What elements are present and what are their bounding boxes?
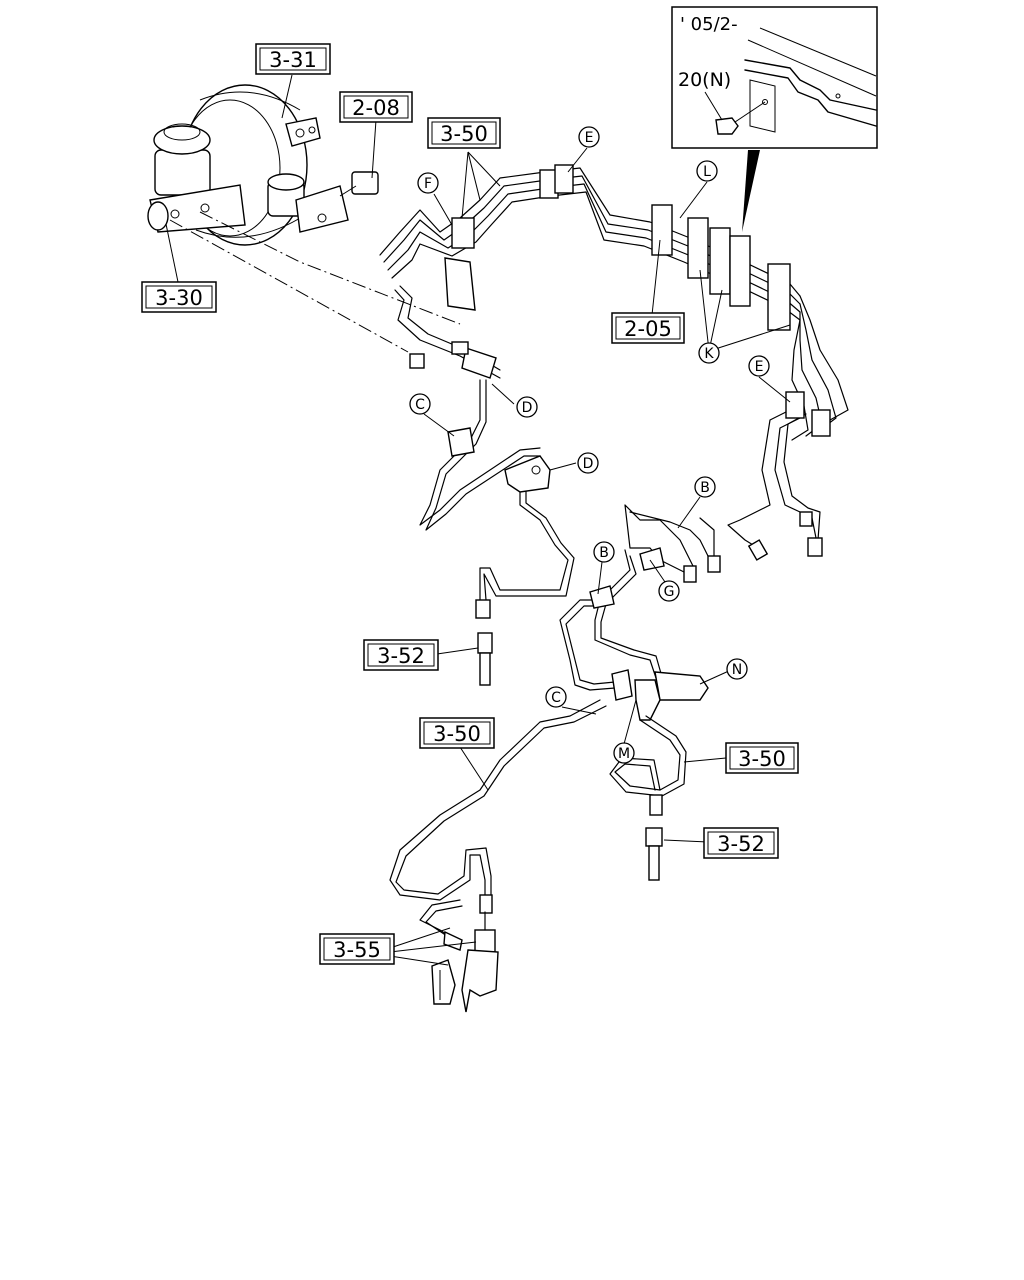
callout-d-upper: D bbox=[516, 396, 538, 418]
svg-text:M: M bbox=[618, 746, 630, 762]
callout-g: G bbox=[658, 580, 680, 602]
svg-text:N: N bbox=[732, 662, 742, 678]
hose-left bbox=[477, 632, 493, 686]
svg-text:B: B bbox=[700, 480, 710, 496]
master-cylinder bbox=[147, 123, 246, 233]
part-label-3-30: 3-30 bbox=[141, 281, 217, 313]
center-pipe-run bbox=[559, 504, 721, 691]
part-label-3-50-upper: 3-50 bbox=[427, 117, 501, 149]
bracket-3-55 bbox=[431, 911, 499, 1013]
clip-blocks bbox=[444, 164, 831, 437]
svg-text:D: D bbox=[522, 400, 533, 416]
part-label-3-50-lower-right: 3-50 bbox=[725, 742, 799, 774]
inset-detail: ' 05/2- 20(N) bbox=[671, 6, 878, 232]
svg-text:C: C bbox=[551, 690, 561, 706]
svg-text:D: D bbox=[583, 456, 594, 472]
part-label-3-52-right: 3-52 bbox=[703, 827, 779, 859]
svg-text:L: L bbox=[703, 164, 711, 180]
callout-c-upper: C bbox=[409, 393, 431, 415]
svg-text:C: C bbox=[415, 397, 425, 413]
svg-text:3-30: 3-30 bbox=[155, 286, 203, 310]
part-label-3-55: 3-55 bbox=[319, 933, 395, 965]
svg-text:E: E bbox=[755, 359, 764, 375]
svg-text:F: F bbox=[424, 176, 432, 192]
svg-text:3-52: 3-52 bbox=[377, 644, 425, 668]
svg-text:2-05: 2-05 bbox=[624, 317, 672, 341]
leader-lines bbox=[165, 74, 791, 966]
svg-text:3-50: 3-50 bbox=[440, 122, 488, 146]
callout-e-top: E bbox=[578, 126, 600, 148]
svg-text:3-55: 3-55 bbox=[333, 938, 381, 962]
svg-text:2-08: 2-08 bbox=[352, 96, 400, 120]
inset-part-label: 20(N) bbox=[678, 69, 731, 91]
callout-c-lower: C bbox=[545, 686, 567, 708]
callout-b-upper: B bbox=[694, 476, 716, 498]
svg-text:E: E bbox=[585, 130, 594, 146]
svg-text:3-50: 3-50 bbox=[433, 722, 481, 746]
lower-pipe-run bbox=[389, 669, 709, 945]
callout-d-mid: D bbox=[577, 452, 599, 474]
callout-k: K bbox=[698, 342, 720, 364]
callout-n: N bbox=[726, 658, 748, 680]
part-label-3-31: 3-31 bbox=[255, 43, 331, 75]
callout-f: F bbox=[417, 172, 439, 194]
clutch-master-cylinder bbox=[267, 171, 379, 233]
inset-date-note: ' 05/2- bbox=[680, 14, 738, 35]
callout-e-right: E bbox=[748, 355, 770, 377]
part-label-2-05: 2-05 bbox=[611, 312, 685, 344]
svg-text:3-52: 3-52 bbox=[717, 832, 765, 856]
callout-b-lower: B bbox=[593, 541, 615, 563]
svg-text:B: B bbox=[599, 545, 609, 561]
hose-right bbox=[645, 827, 663, 881]
svg-text:3-50: 3-50 bbox=[738, 747, 786, 771]
part-label-3-50-lower-left: 3-50 bbox=[419, 717, 495, 749]
svg-text:3-31: 3-31 bbox=[269, 48, 317, 72]
right-pipe-run bbox=[727, 409, 823, 561]
callout-l: L bbox=[696, 160, 718, 182]
svg-text:K: K bbox=[704, 346, 714, 362]
svg-text:G: G bbox=[664, 584, 675, 600]
part-label-3-52-left: 3-52 bbox=[363, 639, 439, 671]
part-label-2-08: 2-08 bbox=[339, 91, 413, 123]
callout-m: M bbox=[613, 742, 635, 764]
left-pipe-run bbox=[409, 341, 575, 619]
